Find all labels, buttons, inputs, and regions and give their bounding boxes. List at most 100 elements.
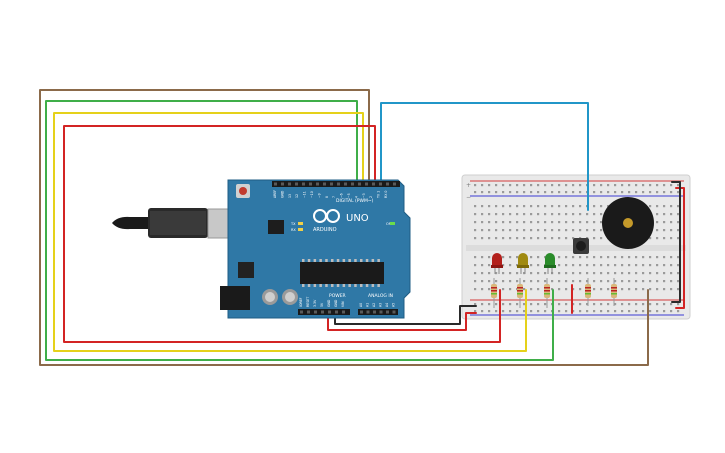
breadboard-hole[interactable] [523, 221, 526, 224]
digital-pin-hole[interactable] [344, 182, 347, 186]
rail-hole[interactable] [509, 303, 512, 306]
breadboard-hole[interactable] [593, 229, 596, 232]
wire-yellow[interactable] [53, 112, 527, 352]
analog-pin-hole[interactable] [366, 310, 370, 314]
breadboard-hole[interactable] [474, 221, 477, 224]
rail-hole[interactable] [649, 191, 652, 194]
resistor-1[interactable] [491, 278, 497, 308]
breadboard-hole[interactable] [656, 237, 659, 240]
breadboard-hole[interactable] [649, 256, 652, 259]
breadboard-hole[interactable] [670, 272, 673, 275]
breadboard-hole[interactable] [656, 205, 659, 208]
rail-hole[interactable] [607, 184, 610, 187]
breadboard-hole[interactable] [635, 280, 638, 283]
breadboard-hole[interactable] [474, 205, 477, 208]
rail-hole[interactable] [621, 310, 624, 313]
rail-hole[interactable] [509, 310, 512, 313]
rail-hole[interactable] [656, 184, 659, 187]
breadboard-hole[interactable] [565, 280, 568, 283]
rail-hole[interactable] [635, 303, 638, 306]
breadboard-hole[interactable] [530, 288, 533, 291]
breadboard-hole[interactable] [495, 229, 498, 232]
rail-hole[interactable] [558, 184, 561, 187]
breadboard-hole[interactable] [579, 256, 582, 259]
breadboard-hole[interactable] [621, 272, 624, 275]
rail-hole[interactable] [614, 303, 617, 306]
breadboard-hole[interactable] [558, 280, 561, 283]
rail-hole[interactable] [565, 191, 568, 194]
breadboard-hole[interactable] [572, 256, 575, 259]
breadboard-hole[interactable] [495, 280, 498, 283]
breadboard-hole[interactable] [649, 264, 652, 267]
breadboard-hole[interactable] [481, 264, 484, 267]
breadboard-hole[interactable] [551, 229, 554, 232]
breadboard-hole[interactable] [474, 272, 477, 275]
breadboard-hole[interactable] [481, 229, 484, 232]
breadboard-hole[interactable] [481, 256, 484, 259]
breadboard-hole[interactable] [586, 280, 589, 283]
breadboard-hole[interactable] [677, 213, 680, 216]
rail-hole[interactable] [481, 184, 484, 187]
breadboard-hole[interactable] [509, 221, 512, 224]
breadboard-hole[interactable] [586, 272, 589, 275]
rail-hole[interactable] [495, 310, 498, 313]
wire-green[interactable] [45, 100, 554, 361]
rail-hole[interactable] [614, 310, 617, 313]
breadboard-hole[interactable] [474, 213, 477, 216]
breadboard-hole[interactable] [579, 205, 582, 208]
breadboard-hole[interactable] [488, 213, 491, 216]
breadboard-hole[interactable] [551, 288, 554, 291]
breadboard-hole[interactable] [579, 280, 582, 283]
rail-hole[interactable] [488, 184, 491, 187]
rail-hole[interactable] [635, 310, 638, 313]
rail-hole[interactable] [544, 191, 547, 194]
rail-hole[interactable] [649, 310, 652, 313]
breadboard-hole[interactable] [474, 264, 477, 267]
rail-hole[interactable] [544, 184, 547, 187]
breadboard-hole[interactable] [579, 272, 582, 275]
breadboard-hole[interactable] [551, 205, 554, 208]
breadboard-hole[interactable] [593, 256, 596, 259]
analog-pin-hole[interactable] [360, 310, 363, 314]
arduino-board[interactable]: ARDUINO UNO DIGITAL (PWM~) POWER ANALOG … [220, 179, 411, 319]
rail-hole[interactable] [642, 310, 645, 313]
rail-hole[interactable] [600, 303, 603, 306]
breadboard-hole[interactable] [558, 205, 561, 208]
breadboard-hole[interactable] [551, 237, 554, 240]
breadboard-hole[interactable] [502, 205, 505, 208]
rail-hole[interactable] [635, 191, 638, 194]
breadboard-hole[interactable] [516, 229, 519, 232]
breadboard-hole[interactable] [607, 256, 610, 259]
breadboard-hole[interactable] [551, 280, 554, 283]
rail-hole[interactable] [579, 303, 582, 306]
breadboard-hole[interactable] [488, 205, 491, 208]
breadboard-hole[interactable] [649, 205, 652, 208]
rail-hole[interactable] [474, 184, 477, 187]
rail-hole[interactable] [481, 310, 484, 313]
breadboard-hole[interactable] [600, 288, 603, 291]
rail-hole[interactable] [621, 303, 624, 306]
rail-hole[interactable] [523, 191, 526, 194]
breadboard-hole[interactable] [593, 221, 596, 224]
rail-hole[interactable] [600, 310, 603, 313]
breadboard-hole[interactable] [656, 256, 659, 259]
breadboard-hole[interactable] [621, 264, 624, 267]
breadboard-hole[interactable] [670, 213, 673, 216]
breadboard-hole[interactable] [649, 280, 652, 283]
breadboard-hole[interactable] [677, 272, 680, 275]
rail-hole[interactable] [600, 184, 603, 187]
breadboard-hole[interactable] [565, 288, 568, 291]
breadboard-hole[interactable] [530, 256, 533, 259]
rail-hole[interactable] [656, 310, 659, 313]
digital-pin-hole[interactable] [358, 182, 361, 186]
rail-hole[interactable] [509, 191, 512, 194]
breadboard-hole[interactable] [558, 213, 561, 216]
breadboard-hole[interactable] [656, 264, 659, 267]
breadboard-hole[interactable] [635, 272, 638, 275]
breadboard-hole[interactable] [649, 237, 652, 240]
breadboard-hole[interactable] [481, 288, 484, 291]
breadboard-hole[interactable] [509, 256, 512, 259]
rail-hole[interactable] [502, 184, 505, 187]
rail-hole[interactable] [565, 184, 568, 187]
breadboard-hole[interactable] [593, 264, 596, 267]
